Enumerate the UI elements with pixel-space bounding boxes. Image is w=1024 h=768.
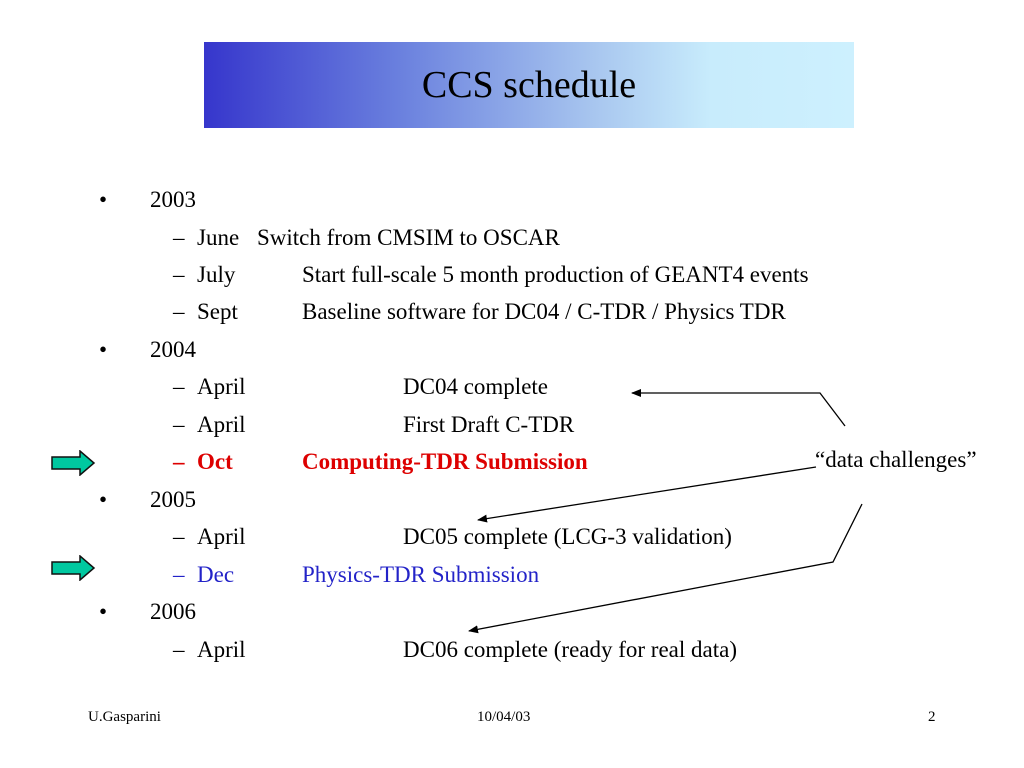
dash-icon: – xyxy=(173,449,185,474)
month-label: April xyxy=(197,637,246,662)
dash-icon: – xyxy=(173,262,185,287)
footer-author: U.Gasparini xyxy=(88,709,161,725)
dash-icon: – xyxy=(173,299,185,324)
month-label: April xyxy=(197,374,246,399)
connector-to-dc05 xyxy=(477,466,817,523)
item-description: DC05 complete (LCG-3 validation) xyxy=(403,524,732,549)
dash-icon: – xyxy=(173,524,185,549)
slide-title: CCS schedule xyxy=(421,64,637,106)
footer-date: 10/04/03 xyxy=(477,709,531,725)
bullet-icon: • xyxy=(98,337,108,362)
title-banner: CCS schedule xyxy=(204,42,854,128)
month-label: Sept xyxy=(197,299,238,324)
right-arrow-icon xyxy=(51,555,96,581)
year-label: 2006 xyxy=(150,599,196,624)
item-description: Physics-TDR Submission xyxy=(302,562,540,587)
item-description: DC06 complete (ready for real data) xyxy=(403,637,737,662)
item-description: Computing-TDR Submission xyxy=(302,449,588,474)
dash-icon: – xyxy=(173,225,185,250)
bullet-icon: • xyxy=(98,187,108,212)
right-arrow-icon xyxy=(51,450,96,476)
month-label: June xyxy=(197,225,240,250)
dash-icon: – xyxy=(173,374,185,399)
month-label: Dec xyxy=(197,562,235,587)
connector-to-dc06 xyxy=(468,503,863,634)
year-label: 2003 xyxy=(150,187,196,212)
item-description: Switch from CMSIM to OSCAR xyxy=(257,225,560,250)
month-label: April xyxy=(197,412,246,437)
month-label: Oct xyxy=(197,449,233,474)
item-description: Baseline software for DC04 / C-TDR / Phy… xyxy=(302,299,786,324)
footer-page-number: 2 xyxy=(928,709,936,725)
bullet-icon: • xyxy=(98,599,108,624)
connector-to-dc04 xyxy=(631,389,846,427)
item-description: DC04 complete xyxy=(403,374,548,399)
month-label: July xyxy=(197,262,236,287)
item-description: Start full-scale 5 month production of G… xyxy=(302,262,809,287)
dash-icon: – xyxy=(173,412,185,437)
dash-icon: – xyxy=(173,562,185,587)
bullet-icon: • xyxy=(98,487,108,512)
year-label: 2004 xyxy=(150,337,196,362)
data-challenges-callout: “data challenges” xyxy=(815,447,977,472)
item-description: First Draft C-TDR xyxy=(403,412,575,437)
dash-icon: – xyxy=(173,637,185,662)
month-label: April xyxy=(197,524,246,549)
year-label: 2005 xyxy=(150,487,196,512)
